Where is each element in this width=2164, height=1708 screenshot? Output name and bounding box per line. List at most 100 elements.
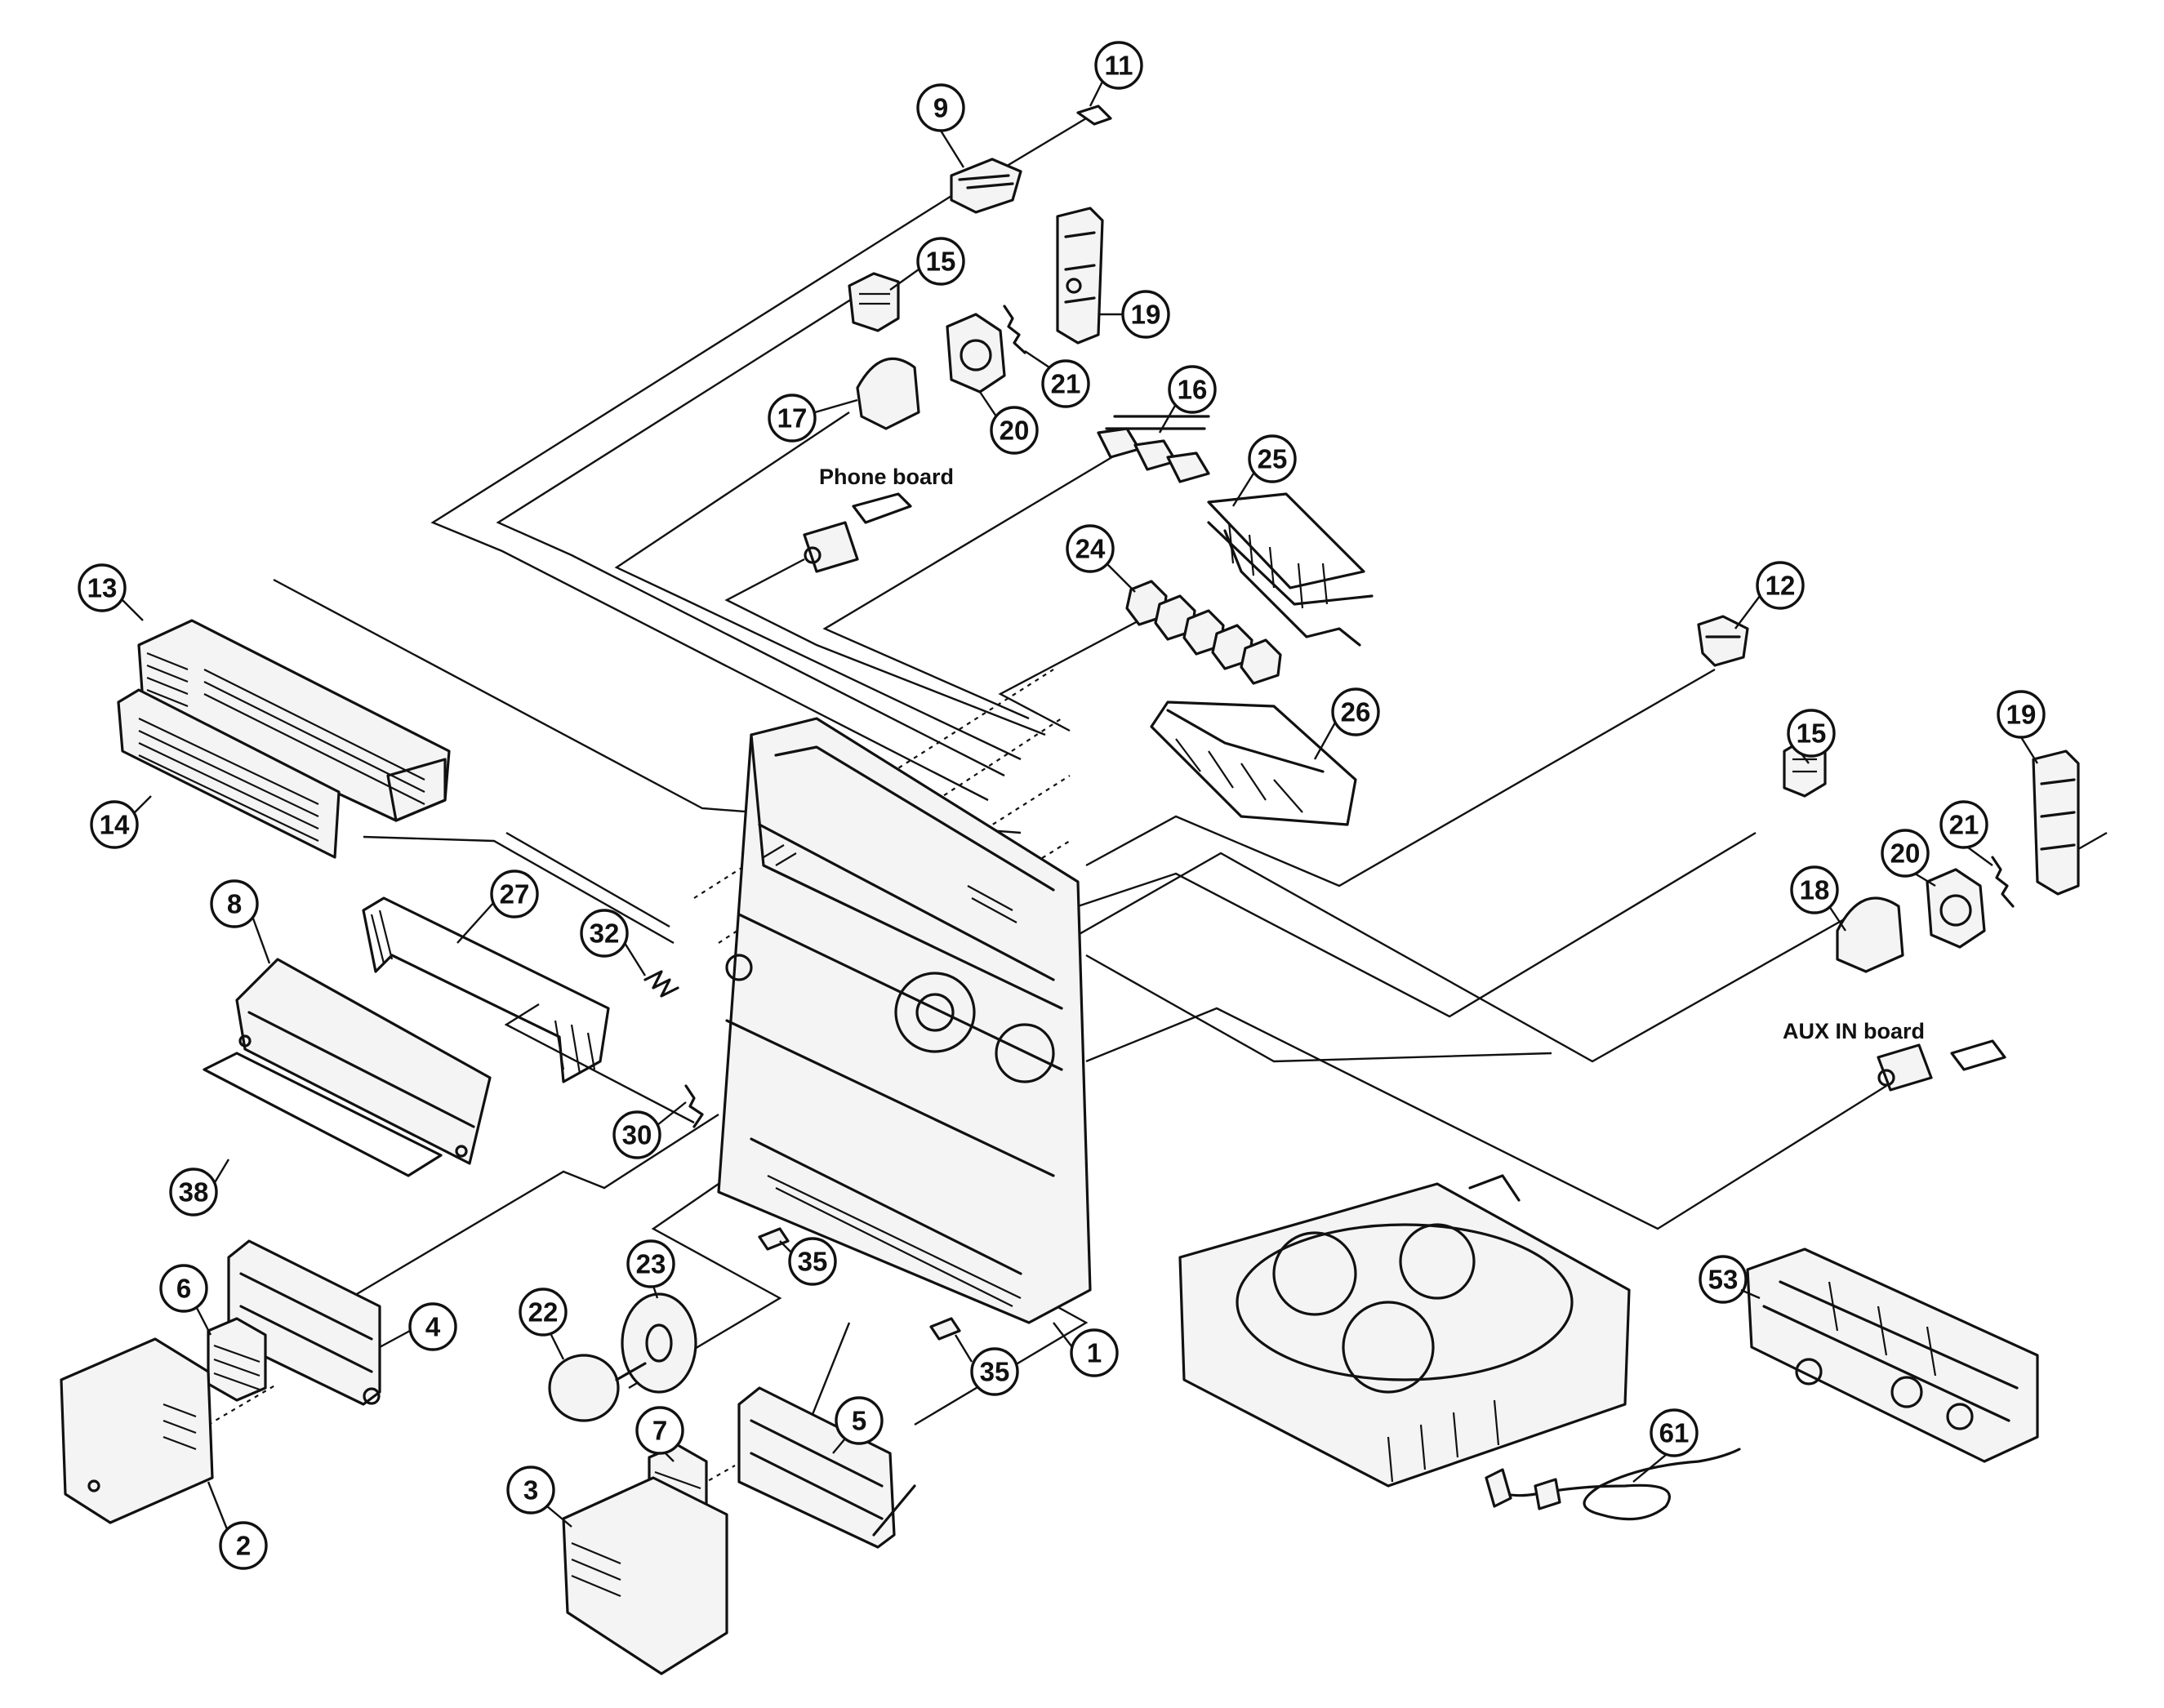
svg-text:19: 19 [2006,700,2037,730]
callout-13: 13 [78,563,127,612]
callout-32: 32 [580,909,629,958]
svg-text:20: 20 [1890,838,1921,869]
callout-24: 24 [1066,524,1115,573]
svg-text:8: 8 [227,889,242,919]
callout-35-b: 35 [970,1347,1019,1396]
part-1-main-chassis [717,717,1092,1324]
callout-4: 4 [408,1302,457,1351]
callout-3: 3 [506,1466,555,1515]
svg-text:4: 4 [425,1312,441,1342]
part-19-lever-lower [2032,749,2108,896]
aux-in-board: AUX IN board [1783,1019,2006,1092]
svg-text:25: 25 [1258,444,1288,474]
svg-text:13: 13 [87,573,118,603]
part-22-knob [548,1354,647,1422]
callout-14: 14 [90,800,139,849]
part-25-button-frame [1207,492,1374,647]
callout-18: 18 [1790,865,1839,914]
svg-text:18: 18 [1800,875,1830,905]
svg-text:26: 26 [1341,697,1371,727]
svg-text:2: 2 [236,1531,251,1561]
part-21-spring-upper [1003,305,1026,354]
callout-leaders [122,81,2039,1530]
callout-23: 23 [626,1239,675,1288]
callout-5: 5 [835,1396,884,1445]
part-19-lever-upper [1056,207,1104,345]
callout-19-b: 19 [1997,690,2046,739]
callout-15-a: 15 [916,237,965,286]
aux-in-board-label: AUX IN board [1783,1019,1925,1043]
part-24-buttons [1125,580,1282,685]
part-16-buttons [1097,415,1210,483]
svg-text:22: 22 [528,1297,559,1328]
svg-text:53: 53 [1708,1265,1739,1295]
svg-text:16: 16 [1178,375,1208,405]
svg-text:35: 35 [980,1357,1010,1387]
part-6-button-block [207,1317,267,1402]
svg-text:14: 14 [100,810,130,840]
part-20-gear-lower [1926,868,1986,949]
svg-text:7: 7 [652,1416,667,1446]
part-17-cover [856,358,920,430]
part-5-bracket [737,1386,916,1549]
part-30-spring [684,1084,704,1128]
callout-2: 2 [219,1521,268,1570]
callout-7: 7 [635,1406,684,1455]
callout-35-a: 35 [788,1237,837,1286]
cd-changer-mechanism [1178,1174,1631,1488]
callout-27: 27 [490,870,539,918]
svg-text:11: 11 [1105,51,1133,81]
part-18-cover [1836,896,1904,973]
callout-30: 30 [612,1110,661,1159]
callout-21-b: 21 [1939,800,1988,849]
svg-text:32: 32 [590,918,620,949]
callout-21-a: 21 [1041,359,1090,408]
svg-text:15: 15 [1797,718,1827,749]
svg-text:17: 17 [777,403,808,434]
callout-20-b: 20 [1881,829,1930,878]
part-20-gear-upper [946,313,1006,394]
part-11-clip [1004,105,1112,169]
callout-6: 6 [159,1264,208,1313]
part-21-spring-lower [1991,856,2015,908]
callout-8: 8 [210,879,259,928]
part-12-switch [1697,615,1749,667]
svg-text:61: 61 [1659,1418,1690,1448]
part-53-mechanism-board [1746,1248,2039,1463]
svg-text:30: 30 [622,1120,652,1150]
callout-20-a: 20 [990,406,1039,455]
callout-61: 61 [1650,1408,1699,1457]
callout-53: 53 [1699,1255,1748,1304]
svg-text:27: 27 [500,879,530,910]
callout-15-b: 15 [1787,709,1836,758]
callout-26: 26 [1331,687,1380,736]
phone-board-label: Phone board [819,465,954,489]
svg-text:1: 1 [1087,1338,1102,1368]
callout-16: 16 [1168,365,1217,414]
callout-9: 9 [916,83,965,132]
svg-text:21: 21 [1051,369,1081,399]
svg-text:20: 20 [1000,416,1030,446]
svg-text:35: 35 [798,1247,828,1277]
part-38-sheet [203,1052,443,1177]
part-35-pads [758,1227,961,1341]
svg-text:24: 24 [1075,534,1106,564]
part-23-wheel [621,1292,697,1394]
part-8-display-window [235,958,492,1165]
svg-text:5: 5 [852,1406,866,1436]
svg-text:19: 19 [1131,300,1161,330]
callout-38: 38 [169,1168,218,1217]
part-14-lower-grille [117,688,341,859]
callout-17: 17 [768,394,817,443]
svg-text:9: 9 [933,93,948,123]
callouts: 11 9 15 19 21 16 17 20 25 24 13 1 2 26 14… [78,41,2046,1570]
svg-text:38: 38 [179,1177,209,1208]
callout-19-a: 19 [1121,290,1170,339]
phone-board: Phone board [803,465,954,573]
svg-text:15: 15 [926,247,956,277]
svg-text:23: 23 [636,1249,666,1279]
part-26-holder [1150,701,1357,826]
part-32-spring [643,970,679,998]
part-15-bracket-upper [848,272,900,332]
svg-text:3: 3 [523,1475,538,1506]
